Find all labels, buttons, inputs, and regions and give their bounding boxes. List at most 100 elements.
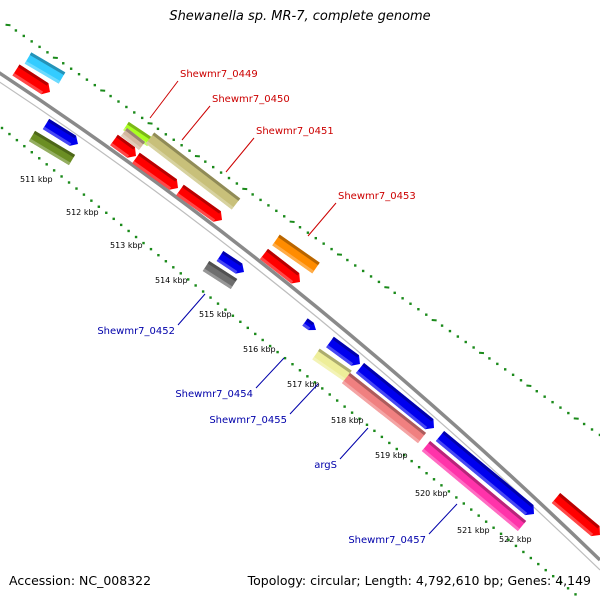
gene-label-text: Shewmr7_0454 <box>175 389 253 400</box>
tick-dot <box>496 362 499 366</box>
tick-dot <box>306 375 309 378</box>
gene-label[interactable]: Shewmr7_0450 <box>181 94 290 141</box>
tick-dot <box>112 217 115 221</box>
tick-dot <box>346 258 349 262</box>
tick-dot <box>62 62 65 65</box>
tick-dot <box>567 411 570 415</box>
tick-dot <box>216 302 220 305</box>
tick-dot <box>365 423 369 426</box>
gene-labels: Shewmr7_0449Shewmr7_0450Shewmr7_0451Shew… <box>97 69 458 546</box>
kbp-tick-label: 516 kbp <box>243 345 276 354</box>
kbp-tick-label: 518 kbp <box>331 416 364 425</box>
tick-dot <box>519 379 523 382</box>
tick-dot <box>417 465 421 469</box>
tick-dot <box>440 324 444 327</box>
tick-dot <box>227 176 231 180</box>
gene-block-cyan <box>24 52 66 84</box>
tick-dot <box>239 320 242 324</box>
tick-dot <box>38 45 41 49</box>
tick-dot <box>330 247 333 251</box>
tick-dot <box>149 247 153 251</box>
tick-dot <box>127 229 130 233</box>
tick-dot <box>75 187 78 190</box>
gene-block-blue <box>42 118 78 146</box>
tick-dot <box>140 116 144 120</box>
gene-block-blue <box>302 318 316 331</box>
tick-dot <box>462 502 465 505</box>
gene-label[interactable]: Shewmr7_0451 <box>225 126 334 173</box>
tick-dot <box>377 280 381 284</box>
tick-dot <box>425 472 428 475</box>
tick-dot <box>38 157 41 160</box>
tick-dot <box>321 387 324 390</box>
gene-label[interactable]: Shewmr7_0452 <box>97 293 206 337</box>
gene-block-shewmr7-0454 <box>312 348 352 382</box>
gene-label-text: Shewmr7_0452 <box>97 326 175 337</box>
tick-dot <box>358 417 361 420</box>
tick-dot <box>456 335 460 338</box>
kbp-tick-label: 513 kbp <box>110 241 143 250</box>
genome-backbone <box>0 71 600 571</box>
tick-dot <box>283 215 286 218</box>
tick-dot <box>492 526 495 529</box>
backbone-line-inner <box>0 81 600 571</box>
tick-dot <box>369 275 373 278</box>
gene-block-blue <box>326 336 360 366</box>
kbp-tick-label: 522 kbp <box>499 535 532 544</box>
gene-label[interactable]: Shewmr7_0453 <box>307 191 416 237</box>
outer-tick-track <box>5 23 600 437</box>
tick-dot <box>69 67 73 70</box>
kbp-tick-label: 521 kbp <box>457 526 490 535</box>
tick-dot <box>164 133 168 136</box>
tick-dot <box>67 181 71 184</box>
tick-dot <box>235 182 239 185</box>
page-title: Shewanella sp. MR-7, complete genome <box>169 9 431 24</box>
tick-dot <box>105 211 108 214</box>
tick-dot <box>0 126 4 130</box>
gene-label[interactable]: Shewmr7_0449 <box>149 69 258 119</box>
gene-block-red <box>551 493 600 537</box>
tick-dot <box>551 574 555 578</box>
tick-dot <box>60 175 63 178</box>
tick-dot <box>380 435 384 439</box>
gene-block-args <box>341 372 427 444</box>
tick-dot <box>188 149 191 152</box>
gene-block-red <box>12 64 51 95</box>
gene-block-shewmr7-0450 <box>120 128 146 150</box>
tick-dot <box>172 266 175 269</box>
gene-label[interactable]: Shewmr7_0455 <box>209 383 319 426</box>
gene-block-blue <box>355 362 434 430</box>
tick-dot <box>551 400 554 404</box>
tick-dot <box>46 51 49 54</box>
tick-dot <box>537 562 540 566</box>
gene-label-text: Shewmr7_0451 <box>256 126 334 137</box>
tick-dot <box>211 165 215 169</box>
tick-dot <box>82 193 86 196</box>
tick-dot <box>179 272 182 275</box>
tick-dot <box>164 260 168 263</box>
tick-dot <box>30 40 33 43</box>
tick-dot <box>455 496 458 499</box>
tick-dot <box>251 193 254 196</box>
tick-dot <box>224 308 227 311</box>
gene-block-red <box>176 184 222 222</box>
gene-label[interactable]: argS <box>314 427 369 471</box>
tick-dot <box>410 459 413 463</box>
tick-dot <box>448 329 452 333</box>
tick-dot <box>313 381 317 384</box>
tick-dot <box>93 83 97 87</box>
gene-features <box>12 52 600 537</box>
tick-dot <box>77 72 81 76</box>
tick-dot <box>504 368 507 371</box>
gene-block-shewmr7-0453 <box>272 234 320 274</box>
tick-dot <box>432 478 436 481</box>
gene-label[interactable]: Shewmr7_0454 <box>175 357 285 400</box>
kbp-tick-label: 511 kbp <box>20 175 53 184</box>
tick-dot <box>343 405 346 408</box>
tick-dot <box>194 284 197 287</box>
gene-label-text: argS <box>314 460 337 471</box>
gene-label[interactable]: Shewmr7_0457 <box>348 503 458 546</box>
tick-dot <box>133 111 136 114</box>
